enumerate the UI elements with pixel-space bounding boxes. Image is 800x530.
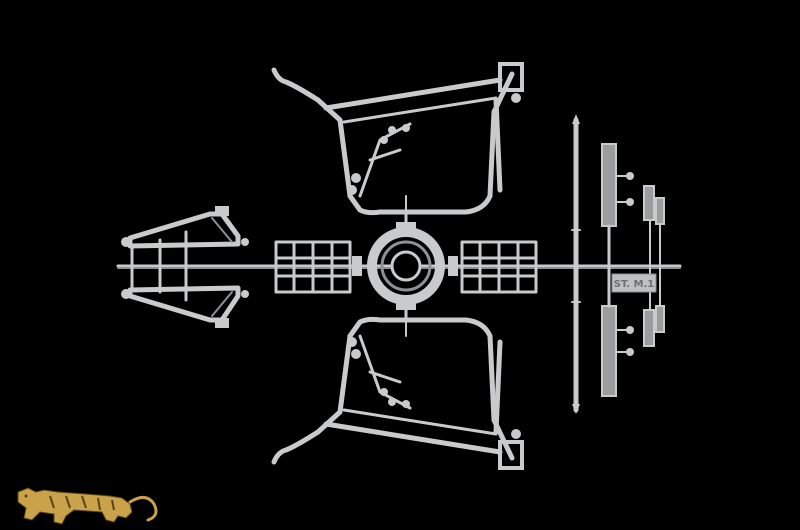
fork-part: [601, 143, 634, 397]
left-ladder-part: [274, 240, 362, 294]
center-ring-part: [367, 212, 445, 320]
sprue-tag: ST. M.1: [611, 273, 657, 293]
sprue-tag-code: ST. M.1: [614, 279, 655, 290]
right-ladder-part: [448, 240, 538, 294]
tiger-icon: [17, 487, 158, 525]
shock-absorber-part: [643, 185, 665, 347]
vertical-rod-part: [571, 114, 581, 414]
swingarm-part: [121, 206, 249, 328]
lower-frame-part: [271, 316, 524, 470]
upper-frame-part: [271, 62, 524, 216]
